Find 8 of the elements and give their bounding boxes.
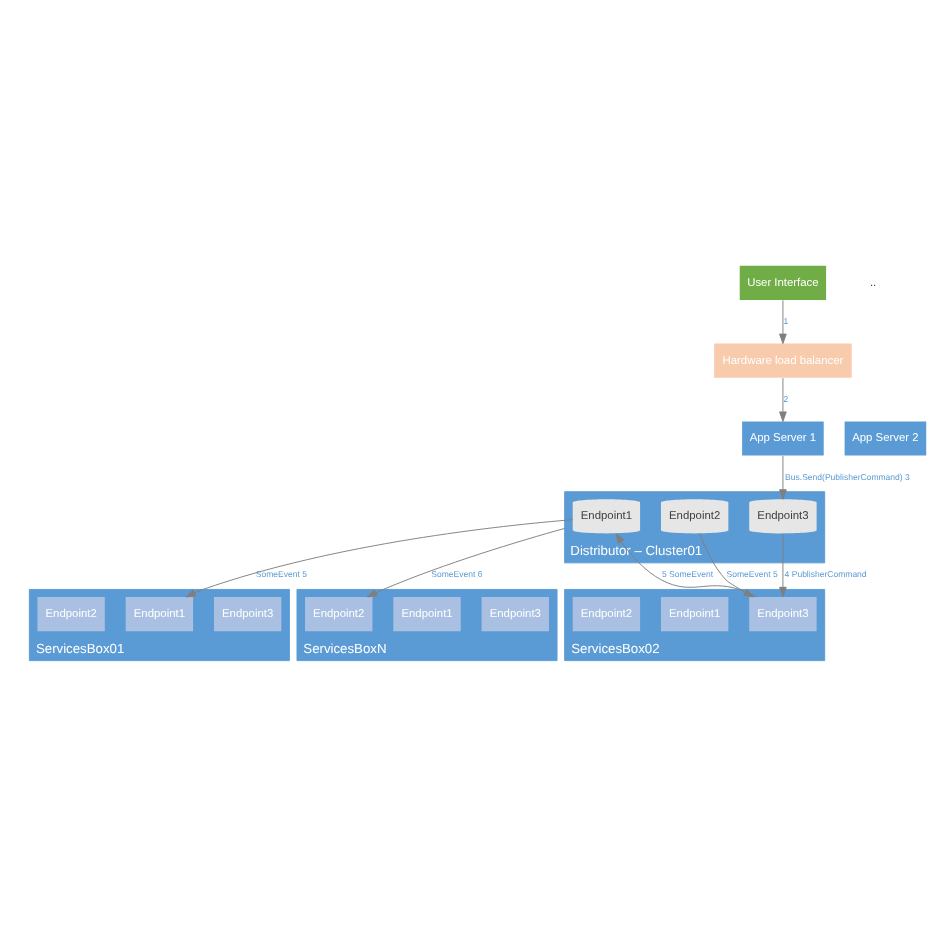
arrow [779, 377, 787, 422]
arrow [185, 519, 573, 598]
arrow [779, 299, 787, 345]
arrow [699, 533, 754, 598]
arrow [366, 527, 566, 598]
arrow [779, 533, 787, 598]
arrow [779, 455, 787, 500]
arrow [615, 533, 758, 598]
